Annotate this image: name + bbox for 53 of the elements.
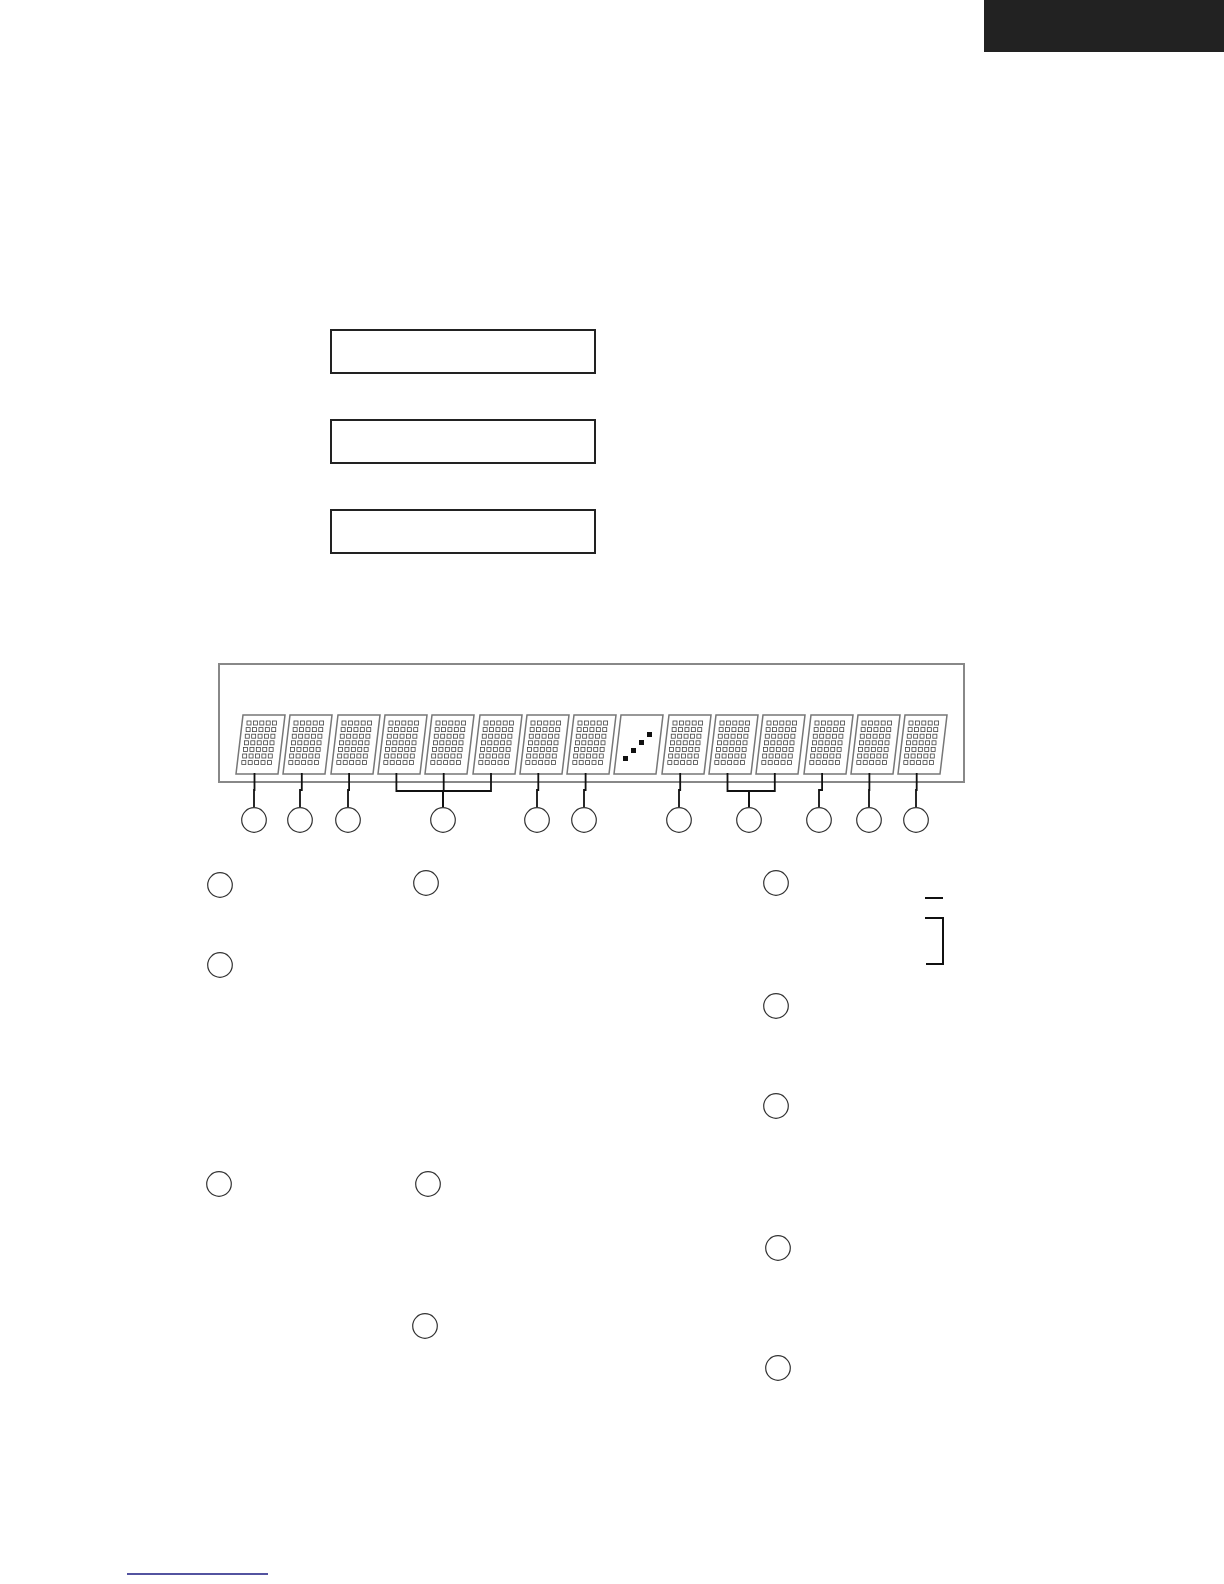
dot-matrix-character (282, 714, 334, 775)
leader-line (299, 772, 303, 808)
leader-line (442, 772, 492, 808)
dot-matrix-character (518, 714, 570, 775)
leader-line (915, 772, 918, 808)
callout-circle (763, 1093, 789, 1119)
dot-matrix-character (376, 714, 428, 775)
leader-line (253, 772, 256, 808)
display-box (330, 329, 596, 374)
dot-matrix-character (708, 714, 759, 775)
display-panel (218, 663, 965, 783)
callout-circle (765, 1235, 791, 1261)
leader-line (678, 772, 682, 808)
leader-line (748, 772, 776, 808)
callout-circle (207, 952, 233, 978)
leader-line (868, 772, 871, 808)
dot-matrix-character (471, 714, 523, 775)
display-box (330, 509, 596, 554)
callout-circle (415, 1171, 441, 1197)
dot-matrix-character (849, 714, 901, 775)
callout-circle (524, 807, 550, 833)
dot-matrix-character (235, 714, 286, 775)
slash-character (613, 714, 665, 775)
dot-matrix-character (566, 714, 618, 775)
display-box (330, 419, 596, 464)
callout-circle (806, 807, 832, 833)
callout-circle (413, 870, 439, 896)
leader-line (347, 772, 350, 808)
leader-line (583, 772, 587, 808)
dot-matrix-character (329, 714, 381, 775)
dot-matrix-character (424, 714, 476, 775)
header-bar (984, 0, 1224, 52)
callout-circle (430, 807, 456, 833)
callout-circle (903, 807, 929, 833)
leader-line (536, 772, 540, 808)
callout-circle (241, 807, 267, 833)
dot-matrix-character (660, 714, 712, 775)
callout-circle (571, 807, 597, 833)
callout-circle (206, 1171, 232, 1197)
leader-line (818, 772, 823, 808)
dot-matrix-character (755, 714, 807, 775)
callout-circle (856, 807, 882, 833)
callout-circle (287, 807, 313, 833)
callout-circle (765, 1355, 791, 1381)
callout-circle (207, 872, 233, 898)
dot-matrix-character (802, 714, 854, 775)
callout-circle (666, 807, 692, 833)
callout-circle (412, 1313, 438, 1339)
dot-matrix-character (897, 714, 949, 775)
callout-circle (736, 807, 762, 833)
callout-circle (335, 807, 361, 833)
callout-circle (763, 993, 789, 1019)
callout-circle (763, 870, 789, 896)
